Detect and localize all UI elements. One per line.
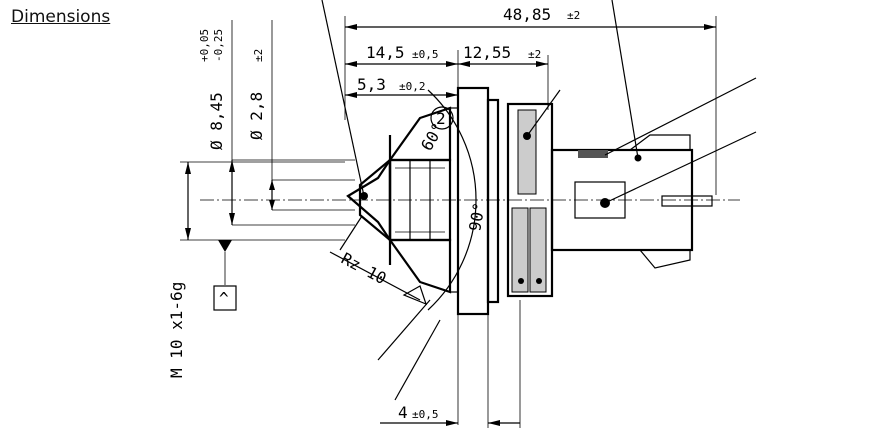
dimension-flange-thickness: 4 ±0,5 [380, 300, 521, 428]
roughness-symbol: Rz 10 [329, 249, 427, 306]
tip-length-value: 5,3 [357, 75, 386, 94]
roughness-value: Rz 10 [338, 249, 389, 288]
flange-thickness-value: 4 [398, 403, 408, 422]
diameter-outer-tol-upper: +0,05 [198, 29, 211, 62]
connector-length-value: 12,55 [463, 43, 511, 62]
diameter-outer-value: Ø 8,45 [207, 92, 226, 150]
dimension-thread: ^ M 10 x1-6g [167, 161, 345, 378]
body-length-value: 14,5 [366, 43, 405, 62]
datum-box [213, 285, 237, 311]
thread-value: M 10 x1-6g [167, 282, 186, 378]
diameter-inner-value: Ø 2,8 [247, 92, 266, 140]
overall-length-value: 48,85 [503, 5, 551, 24]
seat-arc [427, 89, 477, 311]
callout-number: 2 [436, 109, 446, 128]
dimension-overall-length: 48,85 ±2 [344, 5, 717, 195]
flange-thickness-tol: ±0,5 [412, 408, 439, 421]
angle-seat-label: 90° [465, 201, 489, 233]
overall-length-tol: ±2 [567, 9, 580, 22]
connector-length-tol: ±2 [528, 48, 541, 61]
diameter-inner-tol: ±2 [252, 49, 265, 62]
page-title: Dimensions [11, 7, 111, 27]
dimension-diameters: Ø 8,45 +0,05 -0,25 Ø 2,8 ±2 [198, 20, 355, 226]
body-length-tol: ±0,5 [412, 48, 439, 61]
dimension-tip-length: 5,3 ±0,2 [345, 75, 458, 98]
tip-length-tol: ±0,2 [399, 80, 426, 93]
datum-symbol: ^ [219, 289, 229, 308]
connector-housing [506, 102, 713, 298]
callout-balloon: 2 [430, 106, 454, 130]
flange [450, 86, 500, 316]
diameter-outer-tol-lower: -0,25 [212, 29, 225, 62]
leader-lines [321, 0, 757, 401]
